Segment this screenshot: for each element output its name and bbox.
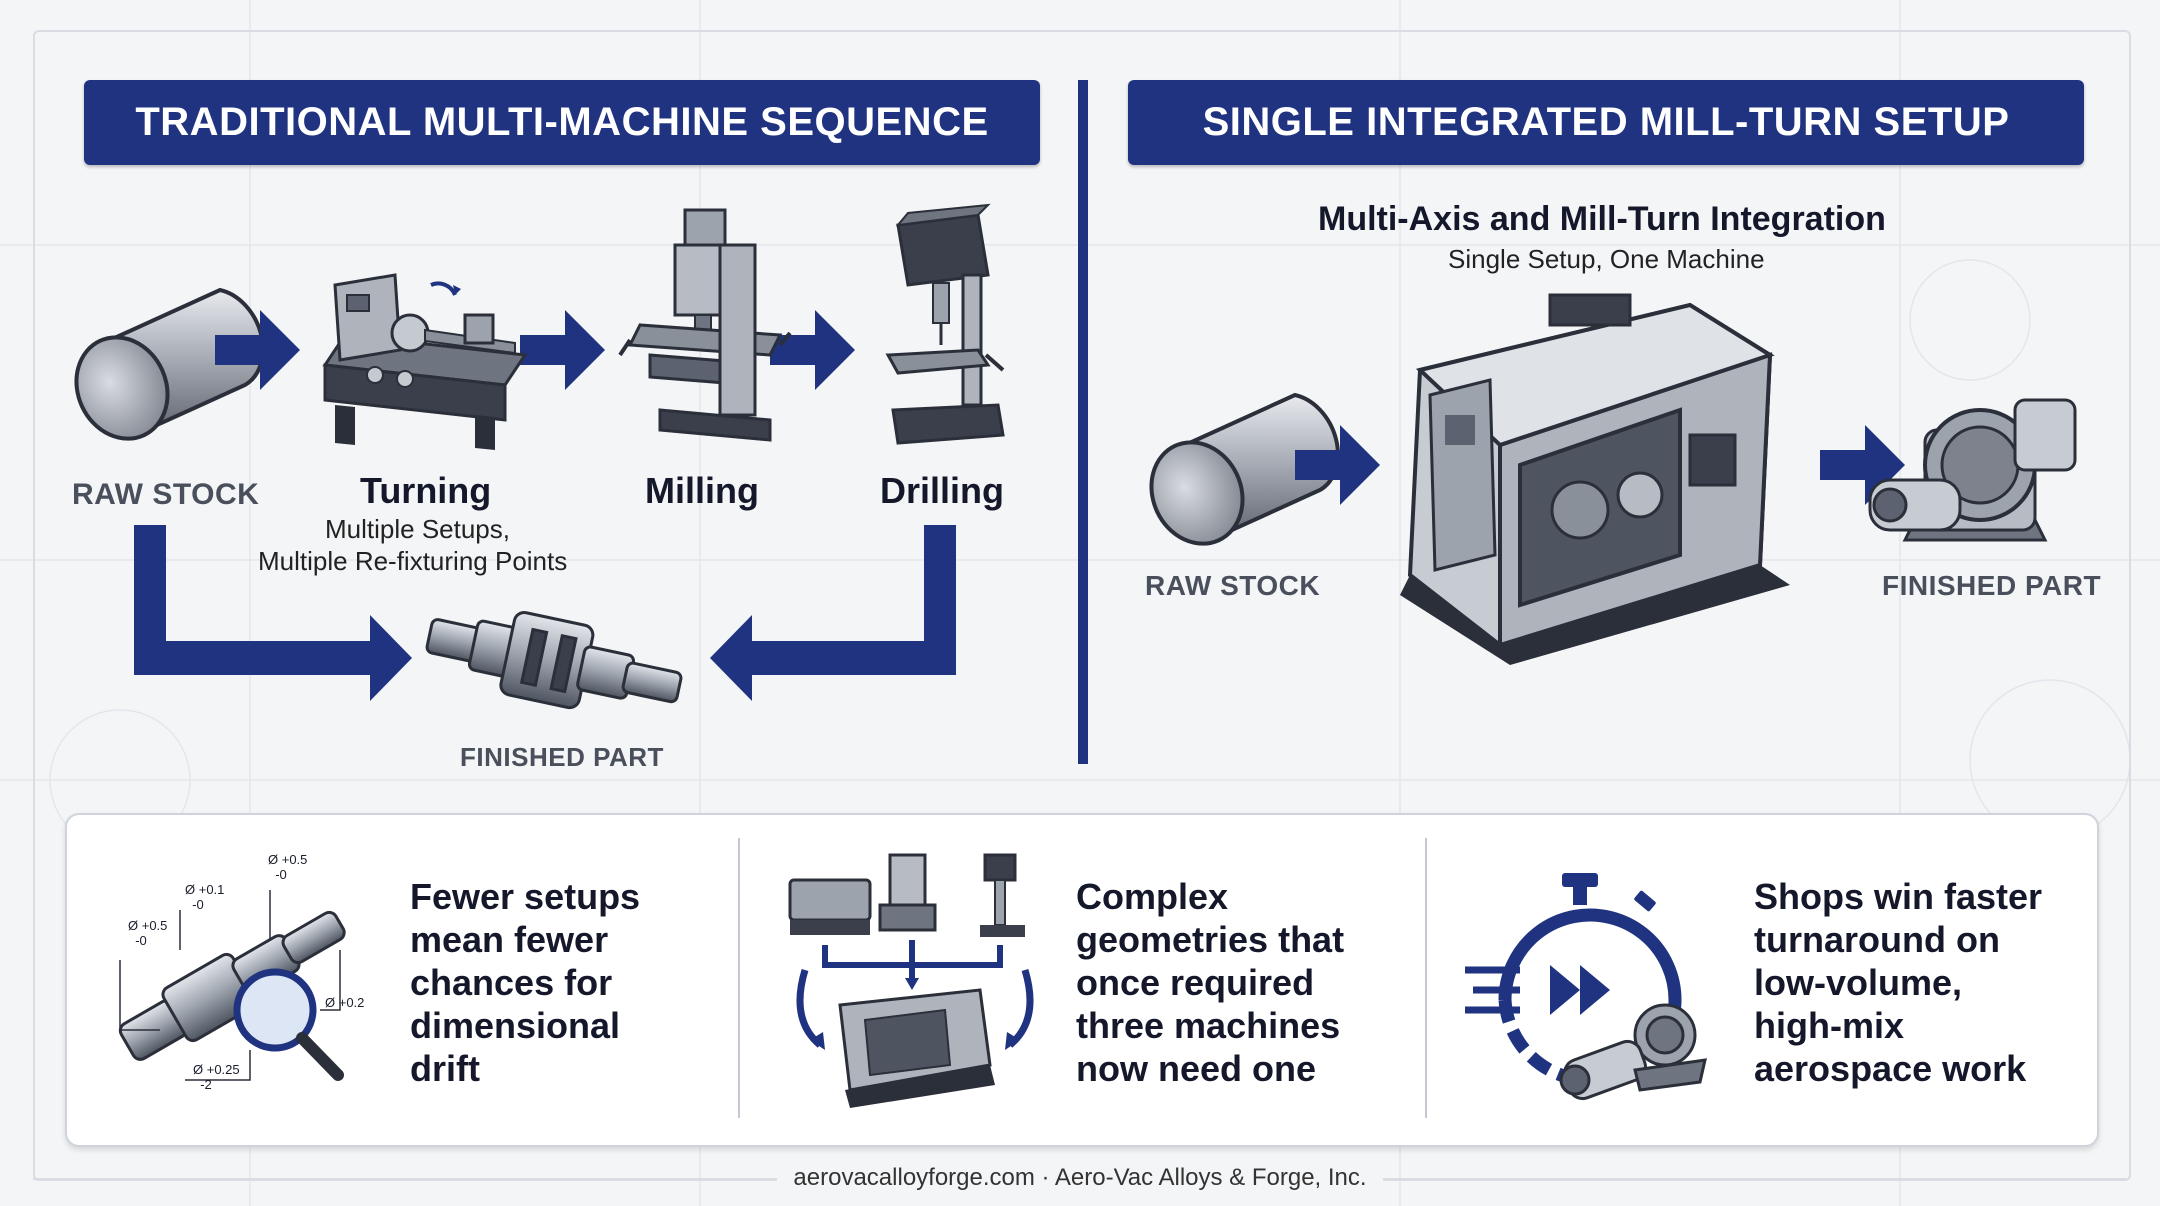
left-raw-stock-label: RAW STOCK: [72, 478, 260, 511]
tolerance-callout: Ø +0.2: [325, 995, 365, 1010]
right-subtitle: Single Setup, One Machine: [1448, 244, 1765, 274]
benefit-text-2: Complex geometries that once required th…: [1076, 876, 1345, 1089]
turning-label: Turning: [360, 470, 492, 511]
machines-consolidation-icon: [788, 853, 1034, 1108]
arrow-right-icon: [520, 310, 605, 390]
flow-arrow-left-elbow: [134, 525, 412, 701]
benefits-separator: [1425, 838, 1427, 1118]
arrow-right-icon: [1295, 425, 1380, 505]
finished-shaft-part-icon: [425, 611, 683, 710]
tolerance-callout: Ø +0.5 -0: [128, 918, 168, 948]
turning-note-line-2: Multiple Re-fixturing Points: [258, 546, 568, 576]
inspection-magnifier-icon: [118, 890, 346, 1081]
flow-arrow-right-elbow: [710, 525, 956, 701]
mill-turn-machine-icon: [1400, 293, 1790, 665]
benefits-separator: [738, 838, 740, 1118]
tolerance-callout: Ø +0.25 -2: [193, 1062, 240, 1092]
finished-flange-part-icon: [1868, 398, 2077, 542]
right-title: Multi-Axis and Mill-Turn Integration: [1318, 200, 1886, 238]
milling-machine-icon: [618, 208, 792, 442]
drill-press-icon: [885, 203, 1005, 445]
section-divider: [1078, 80, 1088, 764]
milling-label: Milling: [645, 470, 759, 511]
right-raw-stock-label: RAW STOCK: [1145, 570, 1321, 601]
raw-stock-cylinder-icon: [1149, 392, 1340, 546]
right-finished-part-label: FINISHED PART: [1882, 570, 2102, 601]
tolerance-callout: Ø +0.1 -0: [185, 882, 225, 912]
arrow-right-icon: [215, 310, 300, 390]
drilling-label: Drilling: [880, 470, 1004, 511]
benefit-text-1: Fewer setups mean fewer chances for dime…: [410, 876, 641, 1089]
footer-credit: aerovacalloyforge.com · Aero-Vac Alloys …: [0, 1164, 2160, 1192]
right-banner: SINGLE INTEGRATED MILL-TURN SETUP: [1128, 80, 2084, 165]
turning-note-line-1: Multiple Setups,: [325, 514, 510, 544]
arrow-right-icon: [770, 310, 855, 390]
footer-text: aerovacalloyforge.com · Aero-Vac Alloys …: [777, 1164, 1383, 1191]
benefits-panel: [65, 813, 2099, 1147]
left-banner: TRADITIONAL MULTI-MACHINE SEQUENCE: [84, 80, 1040, 165]
raw-stock-cylinder-icon: [74, 287, 265, 441]
benefit-text-3: Shops win faster turnaround on low-volum…: [1754, 876, 2043, 1089]
lathe-machine-icon: [322, 273, 528, 450]
left-finished-part-label: FINISHED PART: [460, 742, 664, 772]
stopwatch-fast-forward-icon: [1465, 873, 1707, 1101]
tolerance-callout: Ø +0.5 -0: [268, 852, 308, 882]
